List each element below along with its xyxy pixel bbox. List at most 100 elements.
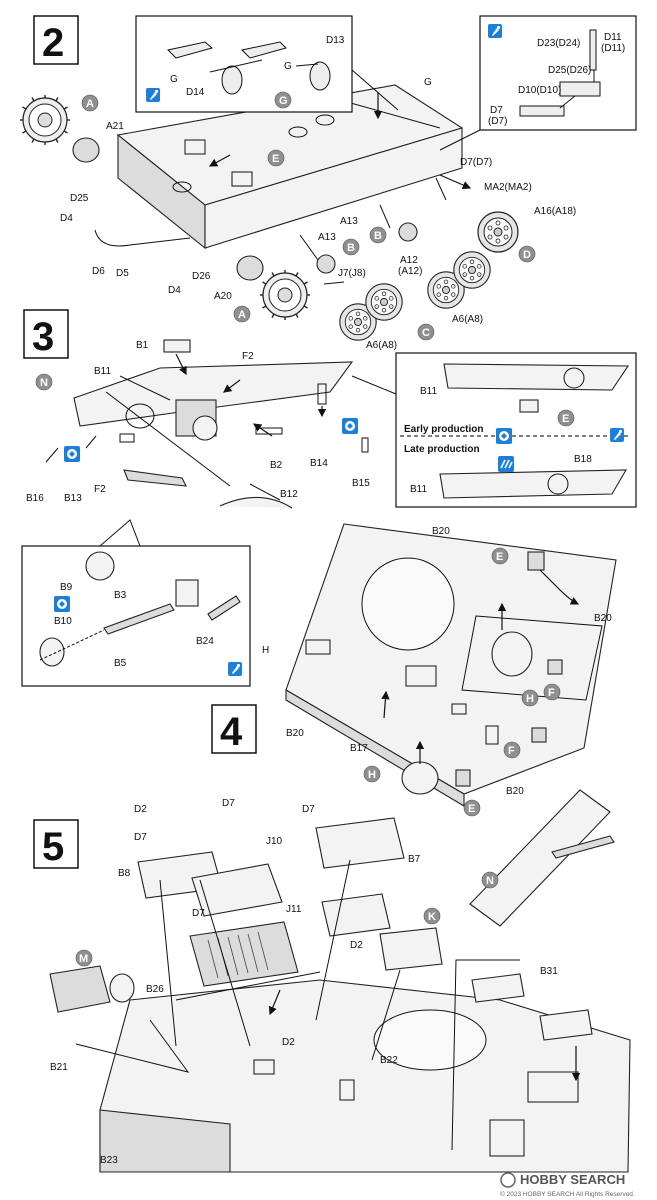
road-wheel-icon	[365, 283, 403, 321]
label-B11: B11	[420, 386, 437, 397]
label-D7-alt: (D7)	[488, 116, 507, 127]
callout-D: D	[518, 245, 536, 263]
hatch-B31-part	[471, 973, 525, 1003]
svg-text:C: C	[422, 327, 430, 339]
svg-text:A: A	[86, 98, 94, 110]
drive-sprocket-icon	[260, 270, 310, 320]
callout-E: E	[557, 409, 575, 427]
callout-N: N	[481, 871, 499, 889]
upper-hull-part	[285, 523, 617, 795]
callout-C: C	[417, 323, 435, 341]
mg-mount-part	[192, 415, 218, 441]
svg-text:F: F	[508, 745, 515, 757]
drive-sprocket-icon	[20, 95, 70, 145]
svg-text:H: H	[368, 769, 376, 781]
callout-N: N	[35, 373, 53, 391]
svg-text:D: D	[523, 249, 531, 261]
muffler-end	[109, 973, 135, 1003]
label-D2: D2	[134, 804, 147, 815]
step-5-group: 5	[33, 789, 631, 1173]
cut-parts-icon	[498, 456, 514, 472]
towing-part	[551, 835, 615, 859]
label-B20: B20	[506, 786, 524, 797]
cupola-part	[401, 761, 439, 795]
idler-wheel-icon	[477, 211, 519, 253]
svg-text:E: E	[272, 153, 279, 165]
cupola-part	[491, 631, 533, 677]
label-D13: D13	[326, 35, 345, 46]
late-hull-front	[439, 469, 627, 499]
label-B23: B23	[100, 1155, 118, 1166]
label-D10: D10(D10)	[518, 85, 561, 96]
hatch-B1-part	[163, 339, 191, 353]
label-B11: B11	[410, 484, 427, 495]
step-3-group: 3 Early production Late produc	[21, 309, 637, 687]
step-number-box	[33, 819, 79, 869]
muffler-part	[49, 965, 111, 1013]
mg-ball-hole	[125, 403, 155, 429]
callout-A: A	[233, 305, 251, 323]
rear-plate-N	[469, 789, 611, 927]
mg-barrel-B3	[103, 603, 175, 635]
glue-icon	[488, 24, 502, 38]
label-B10: B10	[54, 616, 72, 627]
return-roller-part	[398, 222, 418, 242]
svg-text:B: B	[374, 230, 382, 242]
step-number: 3	[32, 315, 54, 359]
step-number-box	[23, 309, 69, 359]
label-A12-alt: (A12)	[398, 266, 422, 277]
callout-B: B	[342, 238, 360, 256]
final-drive-part	[236, 255, 264, 281]
label-F2: F2	[94, 484, 106, 495]
callout-E: E	[463, 799, 481, 817]
label-D14: D14	[186, 87, 205, 98]
callout-F: F	[503, 741, 521, 759]
alternate-choice-icon	[54, 596, 70, 612]
callout-E: E	[267, 149, 285, 167]
callout-E: E	[491, 547, 509, 565]
periscope-part	[455, 769, 471, 787]
label-B5: B5	[114, 658, 127, 669]
callout-A: A	[81, 94, 99, 112]
label-B18: B18	[574, 454, 592, 465]
label-B22: B22	[380, 1055, 398, 1066]
glue-icon	[610, 428, 624, 442]
grille-J11-part	[189, 921, 299, 987]
label-B8: B8	[118, 868, 131, 879]
step-number: 2	[42, 21, 64, 65]
svg-text:F: F	[548, 687, 555, 699]
svg-text:H: H	[526, 693, 534, 705]
label-D11-alt: (D11)	[601, 43, 625, 54]
label-D5: D5	[116, 268, 129, 279]
road-wheel-icon	[453, 251, 491, 289]
watermark-copyright: © 2023 HOBBY SEARCH All Rights Reserved.	[500, 1190, 635, 1198]
label-H: H	[262, 645, 269, 656]
label-A13: A13	[340, 216, 358, 227]
watermark-brand: HOBBY SEARCH	[520, 1172, 625, 1187]
label-B2: B2	[270, 460, 283, 471]
mg-magazine-B24	[207, 595, 241, 621]
machine-gun-part	[123, 469, 187, 487]
engine-deck-side	[99, 1109, 231, 1173]
hull-rear-plate	[204, 127, 463, 249]
label-D7: D7	[302, 804, 315, 815]
late-production-label: Late production	[404, 444, 480, 455]
watermark: HOBBY SEARCH © 2023 HOBBY SEARCH All Rig…	[500, 1172, 635, 1198]
hobby-search-logo-icon	[500, 1172, 516, 1188]
label-B12: B12	[280, 489, 298, 500]
hatch-B7-part	[315, 817, 405, 869]
label-B9: B9	[60, 582, 73, 593]
callout-G: G	[274, 91, 292, 109]
label-B11: B11	[94, 366, 111, 377]
label-B3: B3	[114, 590, 127, 601]
label-B20: B20	[594, 613, 612, 624]
mg-mount-B10	[39, 637, 65, 667]
svg-text:E: E	[496, 551, 503, 563]
mg-ball-B9	[85, 551, 115, 581]
label-B16: B16	[26, 493, 44, 504]
label-G-top: G	[424, 77, 432, 88]
svg-text:A: A	[238, 309, 246, 321]
label-F2: F2	[242, 351, 254, 362]
label-B7: B7	[408, 854, 421, 865]
